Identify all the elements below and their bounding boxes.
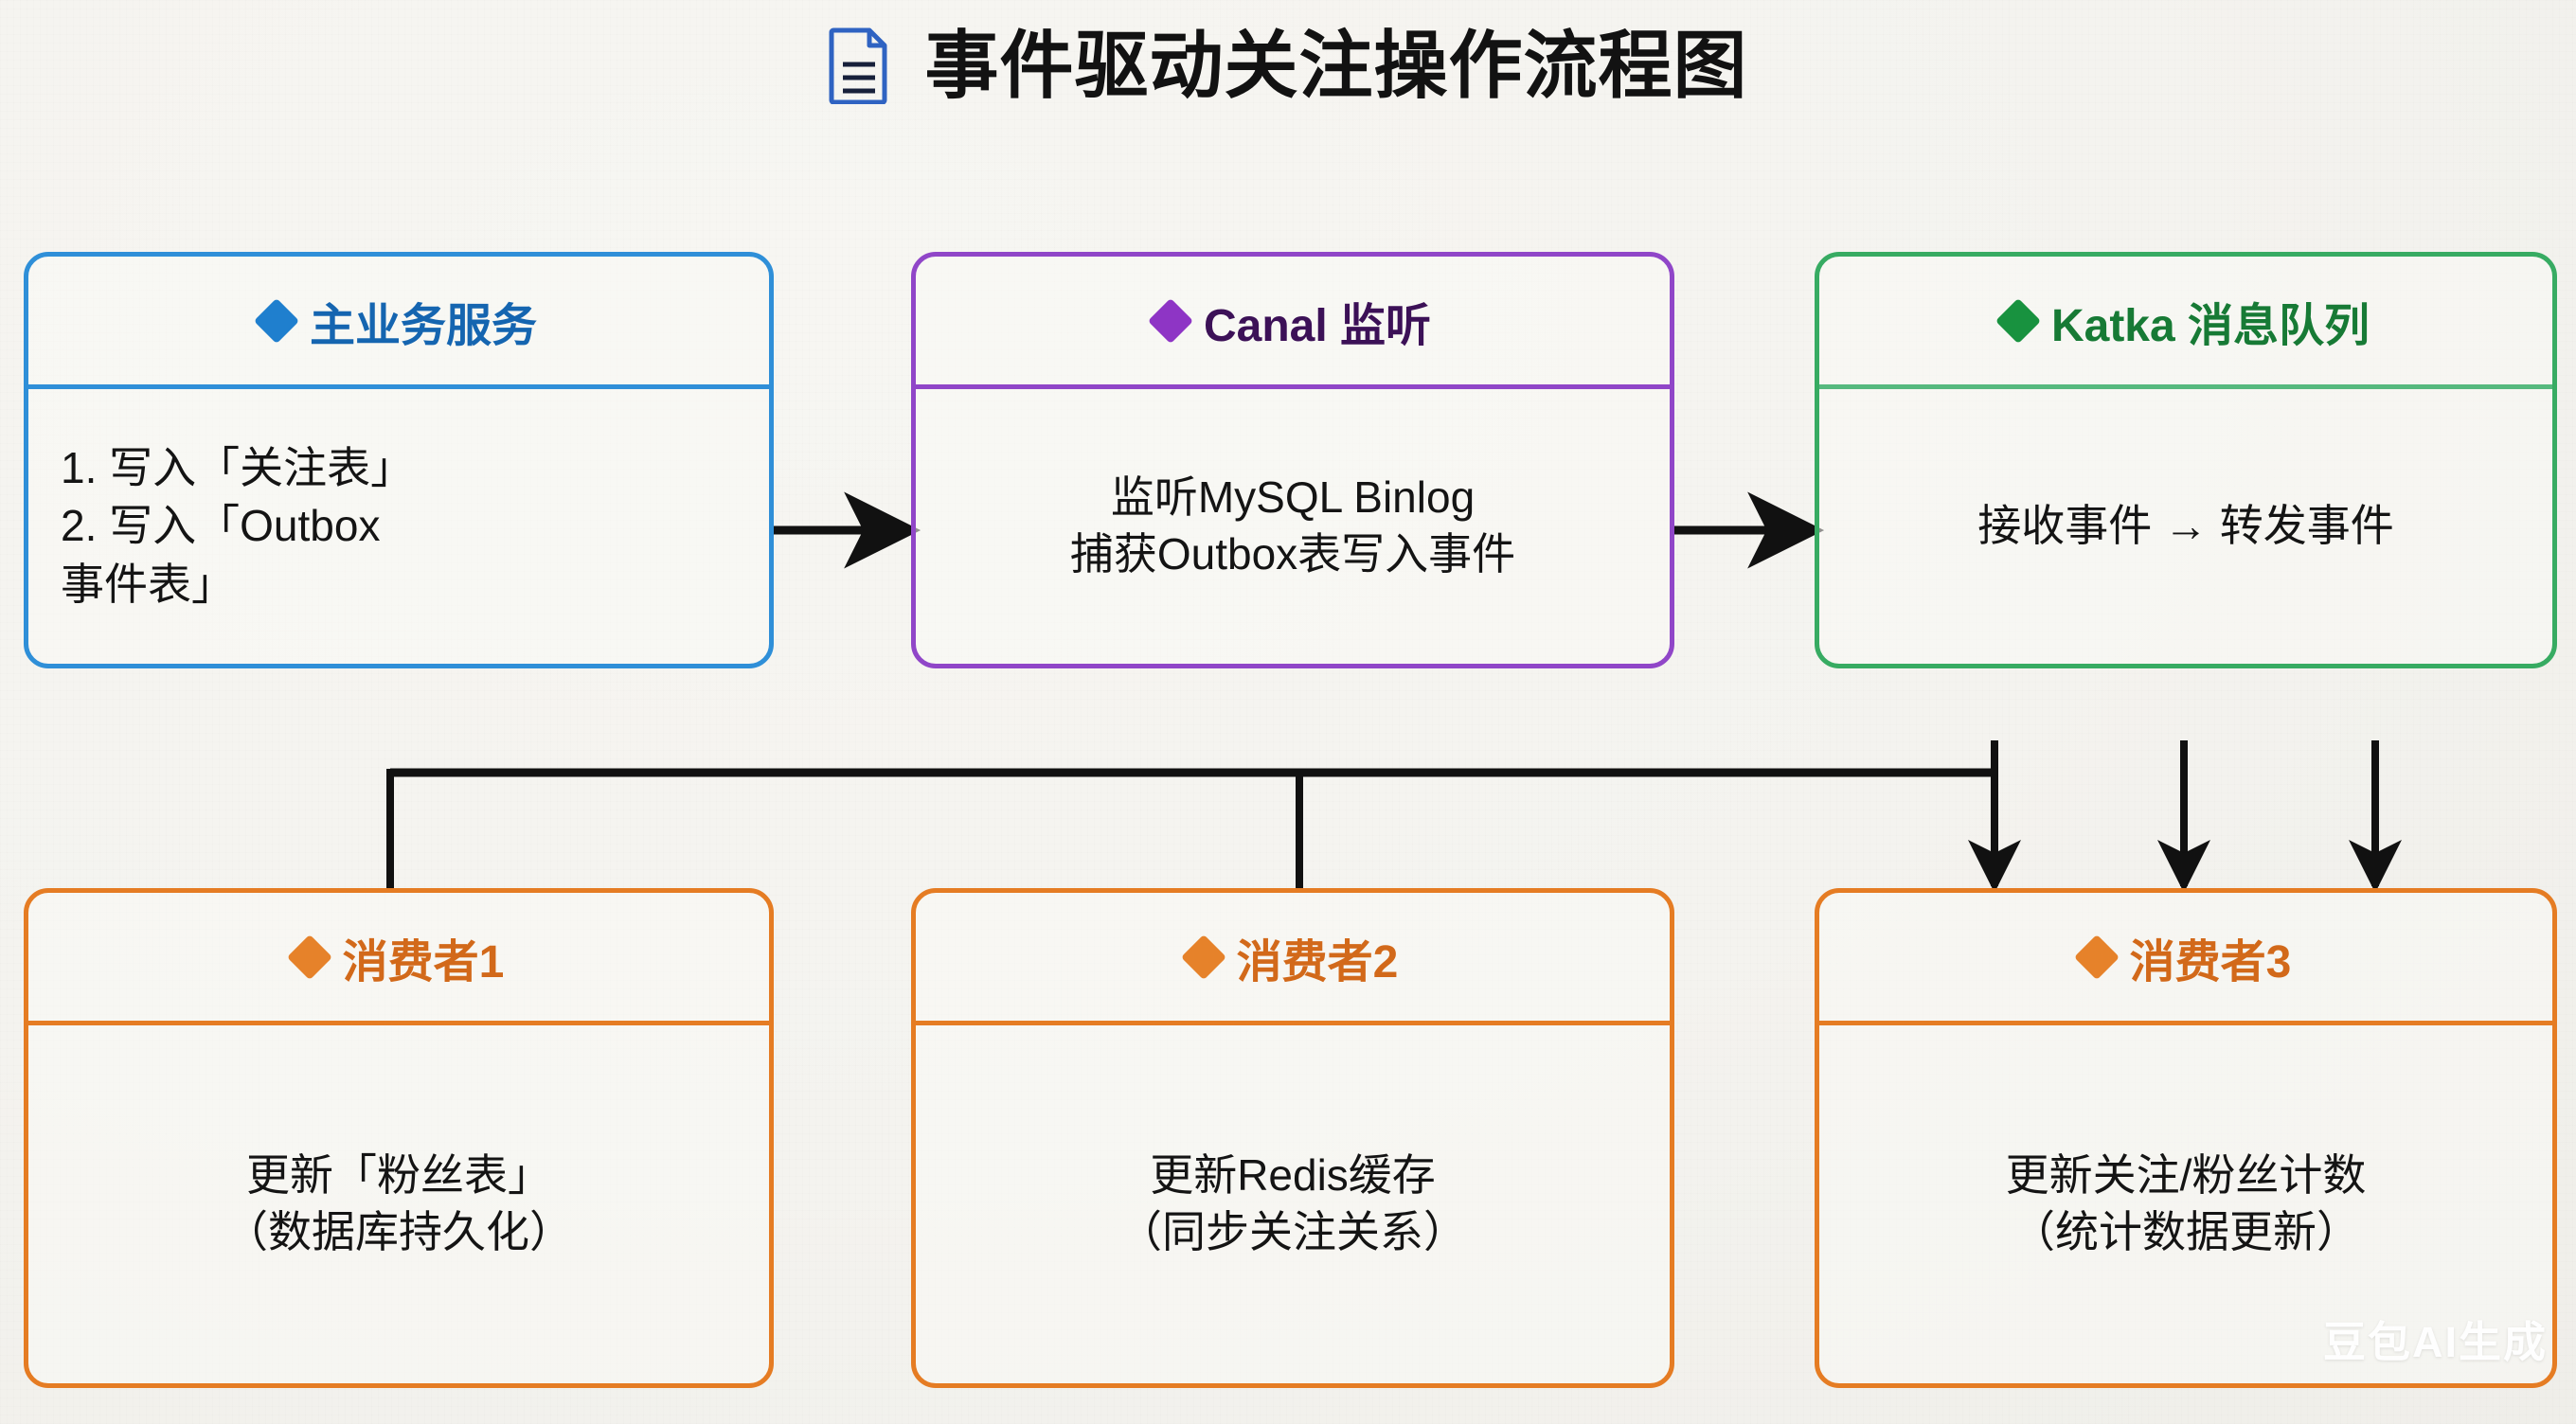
node-consumer-1-header: 消费者1: [28, 893, 769, 1025]
node-consumer-3-header: 消费者3: [1819, 893, 2552, 1025]
diamond-icon: [286, 934, 332, 980]
node-main-service-title: 主业务服务: [309, 300, 537, 351]
node-main-service[interactable]: 主业务服务 1. 写入「关注表」 2. 写入「Outbox 事件表」: [24, 252, 774, 668]
node-canal-listener-body: 监听MySQL Binlog 捕获Outbox表写入事件: [1069, 472, 1516, 578]
node-main-service-body: 1. 写入「关注表」 2. 写入「Outbox 事件表」: [61, 442, 415, 609]
node-canal-listener-header: Canal 监听: [916, 257, 1670, 389]
node-consumer-3-body: 更新关注/粉丝计数 （统计数据更新）: [2005, 1150, 2367, 1256]
node-consumer-3-title: 消费者3: [2129, 936, 2292, 988]
diamond-icon: [2073, 934, 2120, 980]
node-kafka-queue[interactable]: Katka 消息队列 接收事件 → 转发事件: [1815, 252, 2557, 668]
node-consumer-1-body: 更新「粉丝表」 （数据库持久化）: [224, 1150, 573, 1256]
node-consumer-2-title: 消费者2: [1236, 936, 1399, 988]
diamond-icon: [1147, 297, 1194, 344]
node-canal-listener-title: Canal 监听: [1203, 300, 1432, 351]
diamond-icon: [253, 297, 300, 344]
node-consumer-2-body: 更新Redis缓存 （同步关注关系）: [1118, 1150, 1467, 1256]
node-consumer-3[interactable]: 消费者3 更新关注/粉丝计数 （统计数据更新）: [1815, 888, 2557, 1388]
diamond-icon: [1180, 934, 1226, 980]
diamond-icon: [1995, 297, 2041, 344]
node-canal-listener[interactable]: Canal 监听 监听MySQL Binlog 捕获Outbox表写入事件: [911, 252, 1674, 668]
document-icon: [829, 27, 887, 104]
page-title-text: 事件驱动关注操作流程图: [924, 24, 1748, 107]
node-kafka-queue-title: Katka 消息队列: [2050, 300, 2370, 351]
node-consumer-1-title: 消费者1: [342, 936, 505, 988]
node-main-service-header: 主业务服务: [28, 257, 769, 389]
page-title: 事件驱动关注操作流程图: [0, 13, 2576, 117]
node-consumer-1[interactable]: 消费者1 更新「粉丝表」 （数据库持久化）: [24, 888, 774, 1388]
node-kafka-queue-header: Katka 消息队列: [1819, 257, 2552, 389]
node-consumer-2[interactable]: 消费者2 更新Redis缓存 （同步关注关系）: [911, 888, 1674, 1388]
node-kafka-queue-body: 接收事件 → 转发事件: [1977, 501, 2394, 551]
node-consumer-2-header: 消费者2: [916, 893, 1670, 1025]
watermark: 豆包AI生成: [2322, 1318, 2548, 1366]
